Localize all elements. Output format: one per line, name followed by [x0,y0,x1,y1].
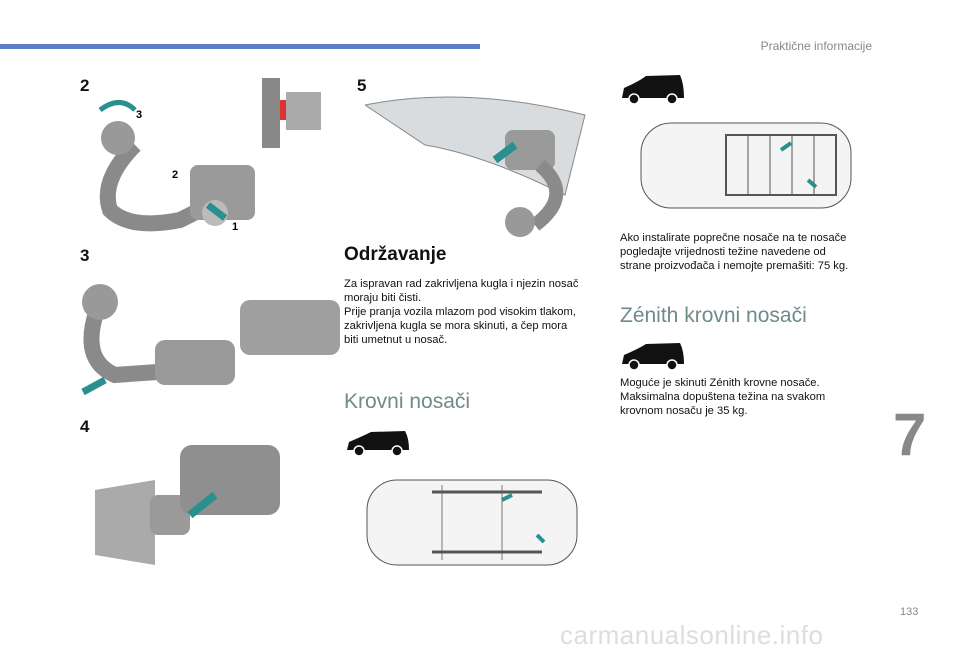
text-line: krovnom nosaču je 35 kg. [620,405,748,417]
zenith-heading: Zénith krovni nosači [620,304,807,327]
text-line: Maksimalna dopuštena težina na svakom [620,391,826,403]
zenith-roof-bars-top-view-illustration [640,122,852,209]
car-silhouette-icon [622,343,684,370]
page-number: 133 [900,606,919,618]
callout-3: 3 [136,109,142,121]
text-line: moraju biti čisti. [344,292,422,304]
text-line: Moguće je skinuti Zénith krovne nosače. [620,377,820,389]
watermark: carmanualsonline.info [560,620,824,649]
text-line: Ako instalirate poprečne nosače na te no… [620,232,847,244]
text-line: pogledajte vrijednosti težine navedene o… [620,246,826,258]
roof-bars-heading: Krovni nosači [344,390,471,413]
text-line: Prije pranja vozila mlazom pod visokim t… [344,306,576,318]
text-line: Za ispravan rad zakrivljena kugla i njez… [344,278,579,290]
section-title: Praktične informacije [760,39,872,53]
header-accent-bar [0,44,480,49]
figure-label: 4 [80,417,90,436]
figure-label: 5 [357,76,367,95]
callout-1: 1 [232,221,238,233]
tow-ball-with-cap-illustration [81,284,340,396]
crossbars-text: Ako instalirate poprečne nosače na te no… [620,231,848,273]
car-silhouette-icon [347,431,409,456]
callout-2: 2 [172,169,178,181]
tow-ball-removal-illustration: 3 2 1 [98,78,321,233]
maintenance-text: Za ispravan rad zakrivljena kugla i njez… [344,277,578,347]
figure-label: 2 [80,76,90,95]
chapter-number: 7 [893,401,927,468]
bumper-tow-ball-illustration [365,96,586,237]
text-line: biti umetnut u nosač. [344,334,448,346]
figure-label: 3 [80,246,90,265]
text-line: zakrivljena kugla se mora skinuti, a čep… [344,320,568,332]
maintenance-heading: Održavanje [344,244,447,265]
car-silhouette-icon [622,75,684,104]
cap-insertion-illustration [95,445,280,565]
text-line: strane proizvođača i nemojte premašiti: … [620,260,849,272]
roof-bars-top-view-illustration [366,479,578,566]
zenith-text: Moguće je skinuti Zénith krovne nosače. … [620,376,825,418]
